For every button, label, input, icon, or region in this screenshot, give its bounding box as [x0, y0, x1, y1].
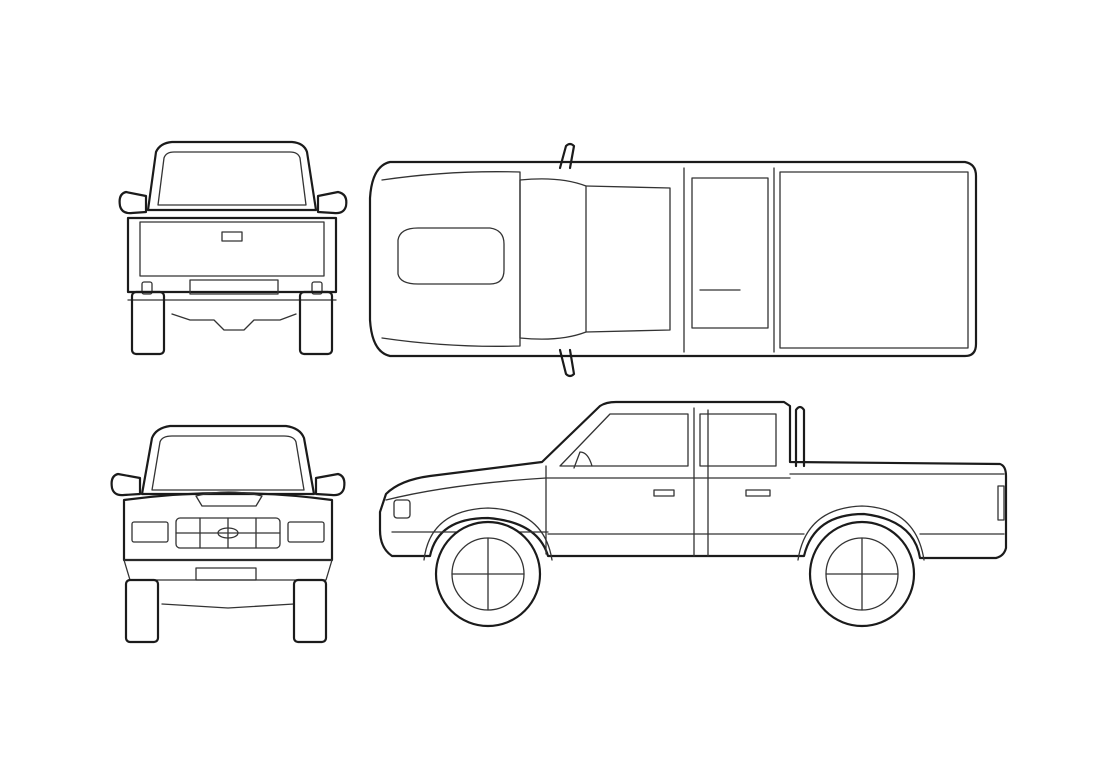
roll-bar: [794, 405, 806, 468]
rear-right-lamp: [311, 281, 323, 295]
rear-view: [118, 140, 348, 356]
side-headlight: [393, 499, 411, 519]
tailgate-handle: [221, 231, 243, 242]
front-left-mirror: [110, 472, 142, 497]
rear-axle: [171, 313, 297, 331]
hood-scoop: [397, 227, 505, 285]
rear-left-tire: [130, 290, 166, 356]
side-body: [378, 400, 1008, 560]
side-rear-hub: [825, 537, 899, 611]
tailgate: [139, 221, 325, 277]
rear-body: [126, 216, 338, 294]
front-left-tire: [124, 578, 160, 644]
top-outline: [368, 160, 978, 358]
rear-fender-flare: [797, 505, 925, 561]
grille-emblem: [217, 527, 239, 539]
front-cab: [140, 424, 316, 496]
front-fender-flare: [423, 507, 553, 561]
bed-floor-front: [691, 177, 769, 329]
right-headlight: [287, 521, 325, 543]
rear-door-handle: [745, 489, 771, 497]
hood-bulge: [195, 491, 263, 507]
side-front-window: [559, 413, 689, 467]
side-taillight: [997, 485, 1005, 521]
left-headlight: [131, 521, 169, 543]
grille-bars: [175, 517, 281, 549]
windshield: [151, 435, 305, 491]
front-right-tire: [292, 578, 328, 644]
rear-right-mirror: [316, 190, 348, 215]
side-front-hub: [451, 537, 525, 611]
rear-window: [157, 151, 307, 206]
front-right-mirror: [314, 472, 346, 497]
top-view: [368, 142, 978, 378]
top-right-mirror: [558, 348, 576, 378]
rear-cab: [146, 140, 318, 212]
rear-left-mirror: [118, 190, 148, 215]
front-view: [110, 424, 346, 644]
top-left-mirror: [558, 142, 576, 170]
front-bumper: [123, 559, 333, 581]
top-roof: [585, 185, 671, 333]
bed-floor-rear: [779, 171, 969, 349]
side-mirror: [573, 451, 593, 469]
front-plate: [195, 567, 257, 581]
side-rear-window: [699, 413, 777, 467]
door-handle: [653, 489, 675, 497]
body-crease: [385, 473, 1005, 501]
rear-left-lamp: [141, 281, 153, 295]
front-axle: [161, 603, 295, 609]
side-view: [378, 400, 1008, 628]
rear-plate: [189, 279, 279, 295]
rear-right-tire: [298, 290, 334, 356]
